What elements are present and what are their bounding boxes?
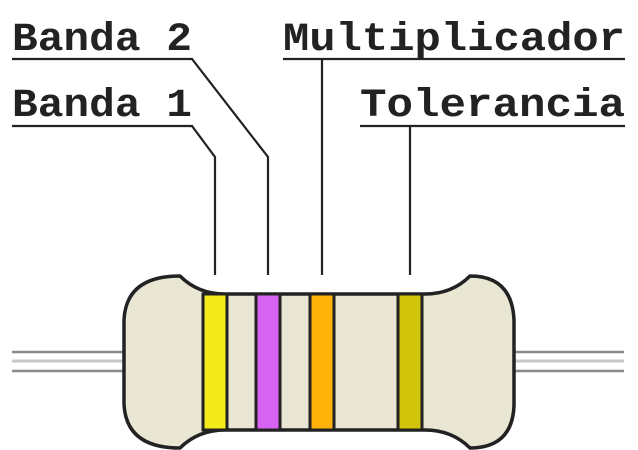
tolerance-label: Tolerancia — [360, 84, 625, 129]
tolerance-stripe — [396, 292, 424, 432]
band-1-leader-line — [12, 124, 217, 275]
band-2-leader-line — [12, 57, 270, 275]
band-2-label: Banda 2 — [12, 18, 192, 63]
band-1-stripe — [201, 292, 229, 432]
left-lead — [12, 350, 124, 373]
multiplier-stripe — [308, 292, 336, 432]
multiplier-label: Multiplicador — [283, 18, 625, 63]
band-2-stripe — [254, 292, 282, 432]
band-1-label: Banda 1 — [12, 84, 192, 129]
right-lead — [512, 350, 624, 373]
